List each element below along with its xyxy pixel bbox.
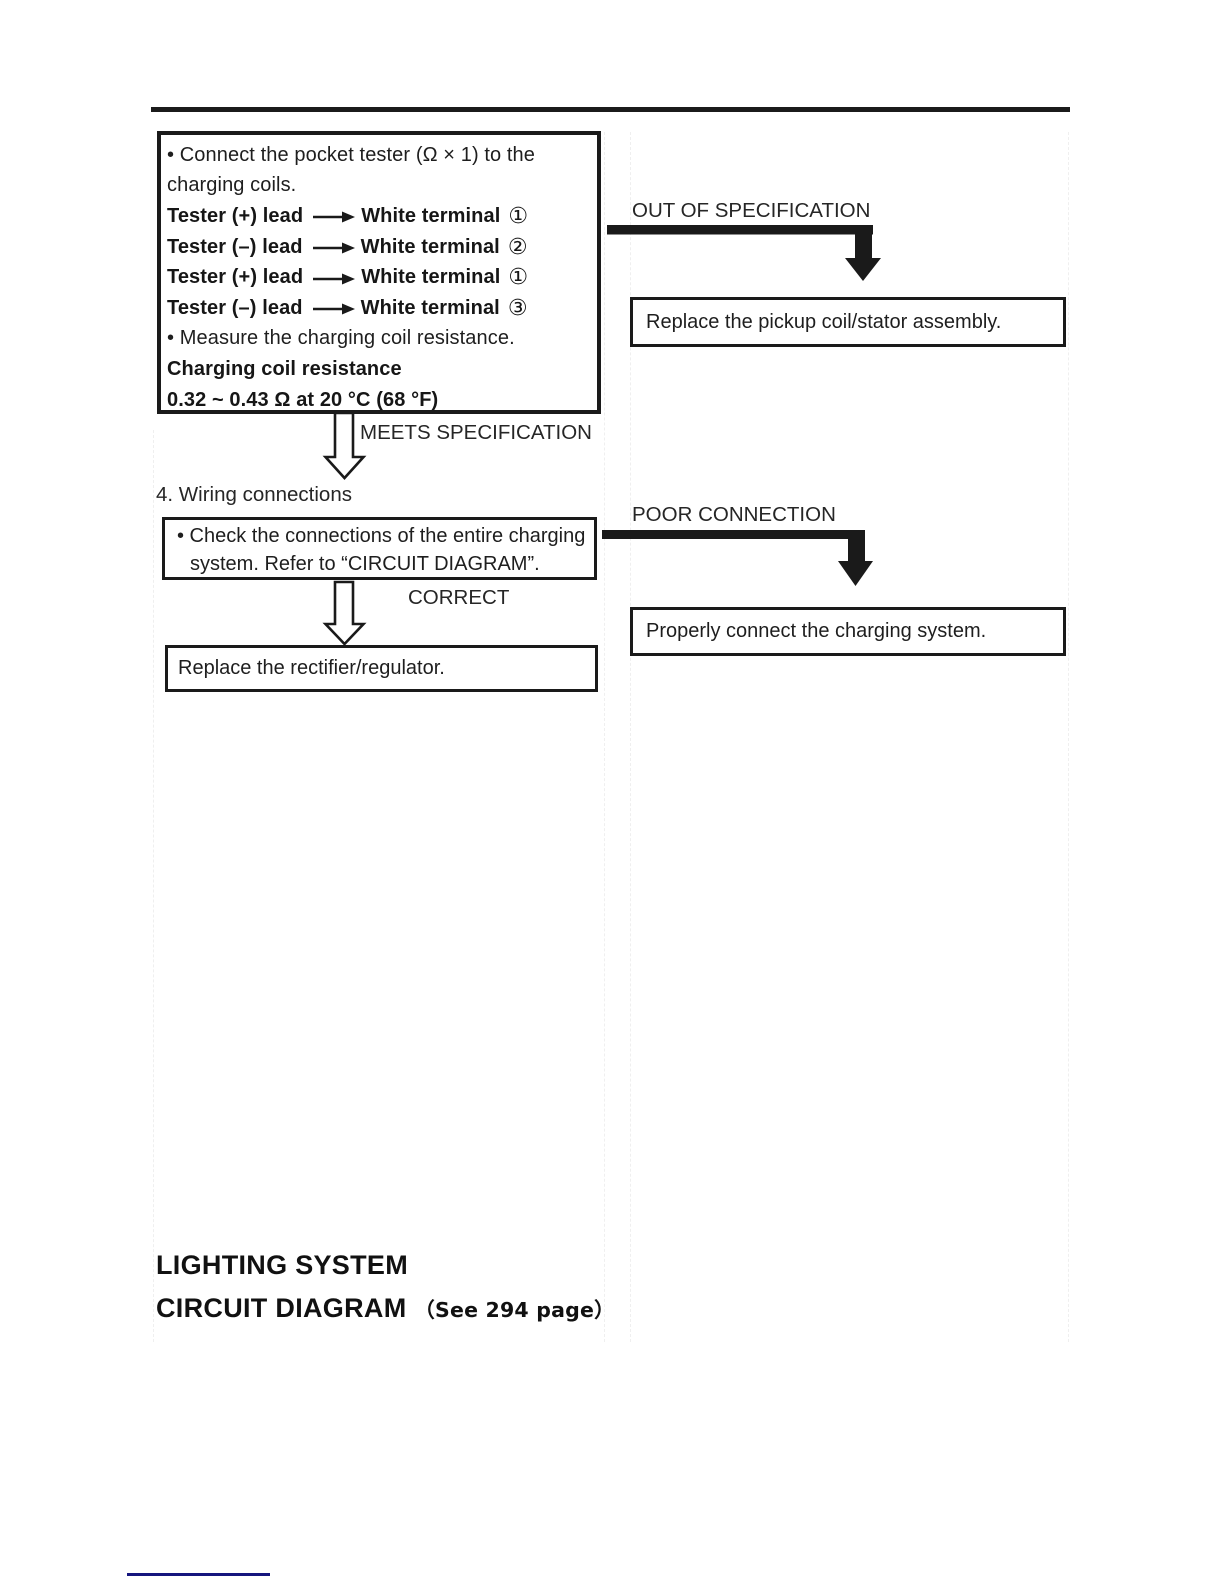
scan-artifact-line [604,132,605,1342]
scan-artifact-line [153,430,154,1342]
section-title-circuit-diagram: CIRCUIT DIAGRAM （See 294 page） [156,1293,615,1326]
branch-arrow-icon [607,225,881,281]
charging-coil-test-box: • Connect the pocket tester (Ω × 1) to t… [157,131,601,414]
branch-arrow-icon [602,530,873,586]
right-arrow-icon [312,303,355,315]
right-arrow-icon [312,242,355,254]
terminal-number: ② [507,234,528,260]
scan-artifact-line [1068,132,1069,1342]
step-label: 4. Wiring connections [156,483,352,506]
branch-label-meets-specification: MEETS SPECIFICATION [360,421,592,444]
lead-label: Tester (+) lead [167,204,304,227]
action-box-replace-pickup: Replace the pickup coil/stator assembly. [630,297,1066,347]
footer-link-line [127,1573,270,1576]
scan-artifact-line [630,132,631,1342]
page-top-rule [151,107,1070,112]
lead-label: Tester (–) lead [167,296,303,319]
check-connections-box: • Check the connections of the entire ch… [162,517,597,580]
tester-lead-line: Tester (+) lead White terminal ① [167,201,593,232]
right-arrow-icon [313,211,356,223]
terminal-number: ③ [507,295,528,321]
instruction-line: charging coils. [167,174,297,197]
terminal-label: White terminal [360,235,500,258]
section-title-lighting-system: LIGHTING SYSTEM [156,1250,409,1280]
down-arrow-icon [322,580,367,646]
branch-label-poor-connection: POOR CONNECTION [632,503,836,526]
instruction-line: • Measure the charging coil resistance. [167,327,515,350]
action-box-properly-connect: Properly connect the charging system. [630,607,1066,656]
section-title-text: CIRCUIT DIAGRAM [156,1293,407,1323]
action-text: Properly connect the charging system. [646,620,987,642]
tester-lead-line: Tester (+) lead White terminal ① [167,262,593,293]
spec-title: Charging coil resistance [167,357,402,380]
terminal-label: White terminal [361,204,501,227]
section-title-note: （See 294 page） [414,1298,615,1322]
down-arrow-icon [322,411,367,480]
branch-label-out-of-specification: OUT OF SPECIFICATION [632,199,871,222]
terminal-label: White terminal [361,266,501,289]
branch-label-correct: CORRECT [408,586,510,609]
right-arrow-icon [313,273,356,285]
instruction-line: • Connect the pocket tester (Ω × 1) to t… [167,143,536,166]
terminal-number: ① [508,265,529,291]
lead-label: Tester (+) lead [167,266,304,289]
action-text: Replace the rectifier/regulator. [178,657,445,679]
action-box-replace-rectifier: Replace the rectifier/regulator. [165,645,598,692]
lead-label: Tester (–) lead [167,235,303,258]
tester-lead-line: Tester (–) lead White terminal ③ [167,293,593,324]
action-text: Replace the pickup coil/stator assembly. [646,310,1002,333]
instruction-line: system. Refer to “CIRCUIT DIAGRAM”. [190,552,540,575]
instruction-line: • Check the connections of the entire ch… [177,525,586,548]
terminal-label: White terminal [360,296,500,319]
spec-value: 0.32 ~ 0.43 Ω at 20 °C (68 °F) [167,388,439,411]
terminal-number: ① [508,203,529,229]
tester-lead-line: Tester (–) lead White terminal ② [167,232,593,263]
